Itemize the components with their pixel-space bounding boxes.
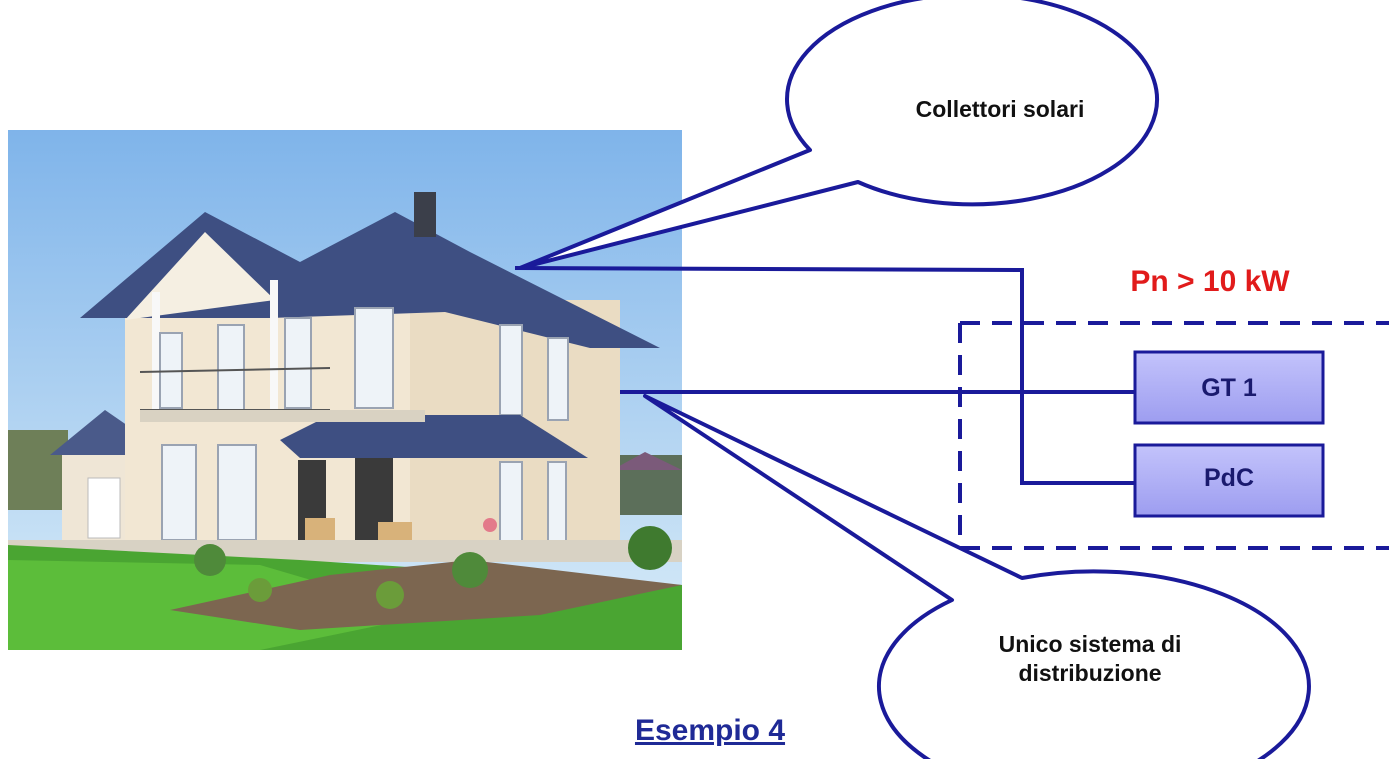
gt1-box [1133, 350, 1325, 425]
collector-to-pdc-line [514, 266, 1135, 485]
power-label: Pn > 10 kW [1130, 265, 1290, 298]
house-photo [8, 130, 682, 650]
pdc-box [1133, 443, 1325, 518]
callout-top-label: Collettori solari [915, 96, 1085, 122]
callout-bottom-line1: Unico sistema di [998, 631, 1182, 657]
example-title: Esempio 4 [634, 714, 786, 747]
pdc-label: PdC [1204, 464, 1254, 492]
callout-bottom [643, 394, 1311, 764]
connector-lines [514, 266, 1135, 485]
callout-top [518, 0, 1159, 270]
boundary-dashed [958, 321, 1389, 550]
callout-bottom-line2: distribuzione [1018, 659, 1162, 686]
gt1-label: GT 1 [1201, 374, 1257, 402]
callout-bottom-label: Unico sistema di distribuzione [940, 630, 1240, 688]
